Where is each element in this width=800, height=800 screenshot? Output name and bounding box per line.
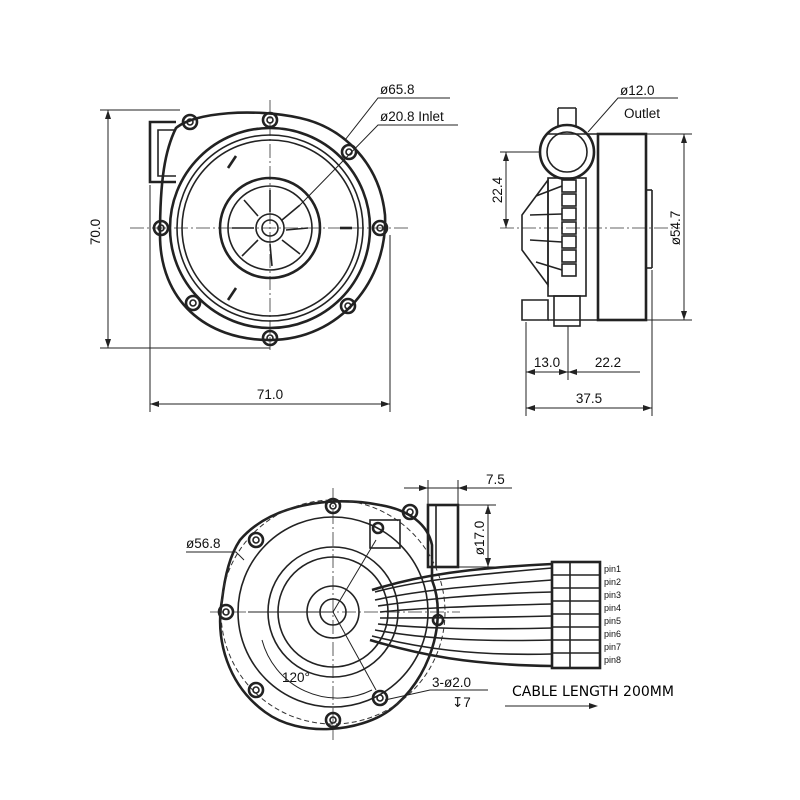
label-hole-depth: ↧7 xyxy=(452,695,471,710)
label-angle: 120° xyxy=(282,670,310,685)
cable-length-note: CABLE LENGTH 200MM xyxy=(512,684,674,700)
front-screw-bosses xyxy=(152,111,389,347)
rear-connector xyxy=(550,560,602,670)
front-hub xyxy=(255,213,285,243)
leader-dia-outer xyxy=(344,97,450,141)
pin-label: pin8 xyxy=(604,655,621,665)
label-holes: 3-ø2.0 xyxy=(432,675,471,690)
pin-label: pin6 xyxy=(604,629,621,639)
label-dim-222: 22.2 xyxy=(595,355,621,370)
label-depth: 37.5 xyxy=(576,391,602,406)
leader-dia-568 xyxy=(186,551,245,561)
label-dia-outer: ø65.8 xyxy=(380,82,415,97)
front-view: ø65.8 ø20.8 Inlet 70.0 71.0 xyxy=(88,82,458,412)
rear-bolt-circle xyxy=(220,499,446,725)
label-dim-75: 7.5 xyxy=(486,472,505,487)
side-wire-stack xyxy=(529,179,577,277)
label-outlet: Outlet xyxy=(624,106,660,121)
pin-label: pin2 xyxy=(604,577,621,587)
label-dia-568: ø56.8 xyxy=(186,536,221,551)
side-connector xyxy=(521,177,549,288)
pin-label: pin3 xyxy=(604,590,621,600)
pin-label: pin4 xyxy=(604,603,621,613)
leader-outlet xyxy=(587,97,678,133)
front-impeller-blades xyxy=(232,190,309,267)
pin-label: pin1 xyxy=(604,564,621,574)
label-dia-outlet: ø12.0 xyxy=(620,83,655,98)
leader-holes xyxy=(384,689,488,701)
pin-label: pin5 xyxy=(604,616,621,626)
side-view: ø12.0 Outlet 22.4 ø54.7 13.0 22.2 37.5 xyxy=(490,83,692,416)
label-offset-224: 22.4 xyxy=(490,176,505,203)
label-dia-inlet: ø20.8 Inlet xyxy=(380,109,444,124)
rear-cable-bundle xyxy=(369,562,553,668)
label-height: 70.0 xyxy=(88,219,103,245)
front-inlet-ring xyxy=(218,176,322,280)
pin-label: pin7 xyxy=(604,642,621,652)
label-width: 71.0 xyxy=(257,387,283,402)
rear-outlet-tube xyxy=(426,503,460,569)
side-body xyxy=(596,132,648,322)
rear-view: 120° xyxy=(186,472,621,740)
leader-dia-inlet xyxy=(299,124,458,206)
side-outlet xyxy=(538,123,596,181)
label-dia-547: ø54.7 xyxy=(668,211,683,246)
label-dim-130: 13.0 xyxy=(534,355,560,370)
pin-labels: pin1 pin2 pin3 pin4 pin5 pin6 pin7 pin8 xyxy=(604,564,621,665)
label-dia-170: ø17.0 xyxy=(472,521,487,556)
rear-screw-bosses xyxy=(217,497,445,729)
